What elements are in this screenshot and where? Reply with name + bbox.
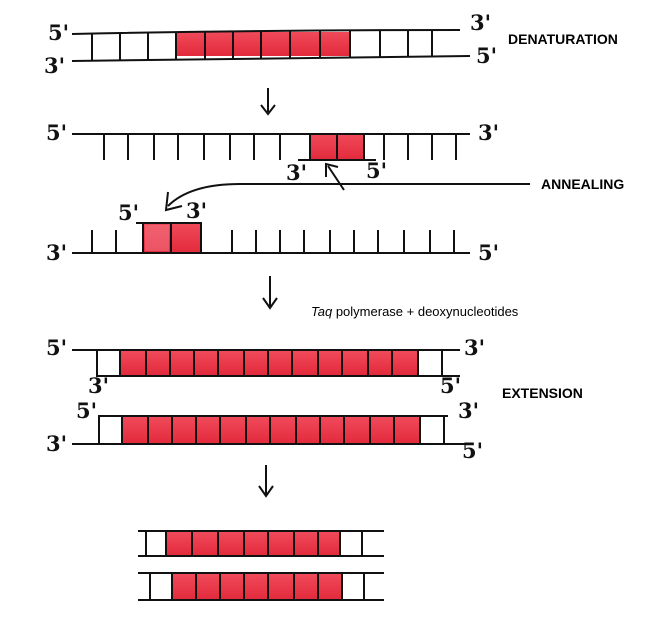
down-arrow-icon	[258, 465, 274, 498]
five-prime-label: 5'	[476, 43, 497, 68]
product-duplex-2	[138, 572, 384, 601]
five-prime-label: 5'	[48, 20, 69, 45]
three-prime-label: 3'	[88, 373, 109, 398]
three-prime-label: 3'	[46, 431, 67, 456]
primer-block	[136, 222, 202, 254]
double-strand-initial: 5' 3' 3' 5'	[44, 10, 497, 78]
primer-block	[298, 133, 376, 161]
five-prime-label: 5'	[462, 438, 483, 463]
annealing-label: ANNEALING	[541, 176, 624, 192]
enzyme-name: Taq	[311, 304, 333, 319]
five-prime-label: 5'	[76, 398, 97, 423]
five-prime-label: 5'	[118, 200, 139, 225]
enzyme-label: Taq polymerase + deoxynucleotides	[311, 304, 519, 319]
extended-duplex-1: 5' 3' 3' 5'	[46, 335, 485, 398]
up-arrow-icon	[325, 162, 345, 191]
five-prime-label: 5'	[46, 335, 67, 360]
three-prime-label: 3'	[46, 240, 67, 265]
five-prime-label: 5'	[366, 158, 387, 183]
single-strand-top: 5' 3' 3' 5'	[46, 120, 499, 185]
enzyme-description: polymerase + deoxynucleotides	[332, 304, 519, 319]
product-duplex-1	[138, 530, 384, 557]
five-prime-label: 5'	[440, 373, 461, 398]
down-arrow-icon	[260, 88, 276, 116]
denaturation-label: DENATURATION	[508, 31, 618, 47]
down-arrow-icon	[262, 276, 278, 310]
extended-duplex-2: 5' 3' 3' 5'	[46, 398, 483, 463]
three-prime-label: 3'	[464, 335, 485, 360]
primer-block	[176, 32, 350, 56]
three-prime-label: 3'	[478, 120, 499, 145]
curved-arrow-icon	[164, 183, 530, 212]
three-prime-label: 3'	[470, 10, 491, 35]
three-prime-label: 3'	[458, 398, 479, 423]
extension-label: EXTENSION	[502, 385, 583, 401]
three-prime-label: 3'	[44, 53, 65, 78]
single-strand-bottom: 5' 3' 3' 5'	[46, 198, 499, 265]
five-prime-label: 5'	[46, 120, 67, 145]
three-prime-label: 3'	[286, 160, 307, 185]
five-prime-label: 5'	[478, 240, 499, 265]
three-prime-label: 3'	[186, 198, 207, 223]
